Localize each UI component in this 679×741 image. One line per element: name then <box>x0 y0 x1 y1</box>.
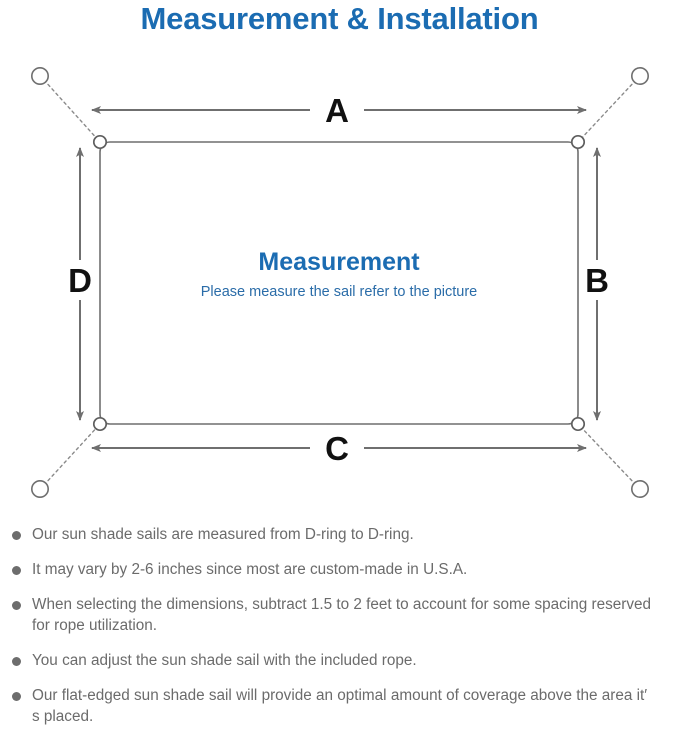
measurement-diagram: A C D B <box>0 48 679 518</box>
list-item: It may vary by 2-6 inches since most are… <box>0 559 679 580</box>
d-ring-top-right <box>570 134 586 150</box>
rope-bottom-left <box>43 423 101 486</box>
d-ring-bottom-right <box>570 416 586 432</box>
list-item-text: You can adjust the sun shade sail with t… <box>32 652 417 669</box>
dimension-a-label: A <box>325 92 349 129</box>
list-item: Our sun shade sails are measured from D-… <box>0 524 679 545</box>
list-item-text: Our sun shade sails are measured from D-… <box>32 526 414 543</box>
d-ring-top-left <box>92 134 108 150</box>
dimension-c: C <box>91 430 587 467</box>
list-item-text: When selecting the dimensions, subtract … <box>32 596 652 634</box>
anchor-points <box>30 66 649 498</box>
dimension-d: D <box>68 147 92 421</box>
sail-label-subtitle: Please measure the sail refer to the pic… <box>201 284 477 300</box>
bullet-icon <box>12 566 21 575</box>
notes-list: Our sun shade sails are measured from D-… <box>0 524 679 741</box>
rope-bottom-right <box>577 423 637 486</box>
page-title: Measurement & Installation <box>140 1 539 36</box>
anchor-bottom-right <box>630 479 649 498</box>
anchor-top-left <box>30 66 49 85</box>
rope-top-right <box>577 79 637 143</box>
dimension-d-label: D <box>68 262 92 299</box>
list-item-text: Our flat-edged sun shade sail will provi… <box>32 687 648 725</box>
dimension-b-label: B <box>585 262 609 299</box>
anchor-top-right <box>630 66 649 85</box>
anchor-bottom-left <box>30 479 49 498</box>
dimension-c-label: C <box>325 430 349 467</box>
d-rings <box>92 134 586 432</box>
rope-top-left <box>43 79 101 143</box>
list-item: When selecting the dimensions, subtract … <box>0 594 679 636</box>
sail-outline <box>99 141 579 425</box>
d-ring-bottom-left <box>92 416 108 432</box>
bullet-icon <box>12 657 21 666</box>
list-item: You can adjust the sun shade sail with t… <box>0 650 679 671</box>
bullet-icon <box>12 531 21 540</box>
list-item: Our flat-edged sun shade sail will provi… <box>0 685 679 727</box>
sail-label-title: Measurement <box>258 248 420 276</box>
list-item-text: It may vary by 2-6 inches since most are… <box>32 561 468 578</box>
bullet-icon <box>12 601 21 610</box>
dimension-a: A <box>91 92 587 129</box>
bullet-icon <box>12 692 21 701</box>
dimension-b: B <box>585 147 609 421</box>
rope-lines <box>43 79 637 486</box>
